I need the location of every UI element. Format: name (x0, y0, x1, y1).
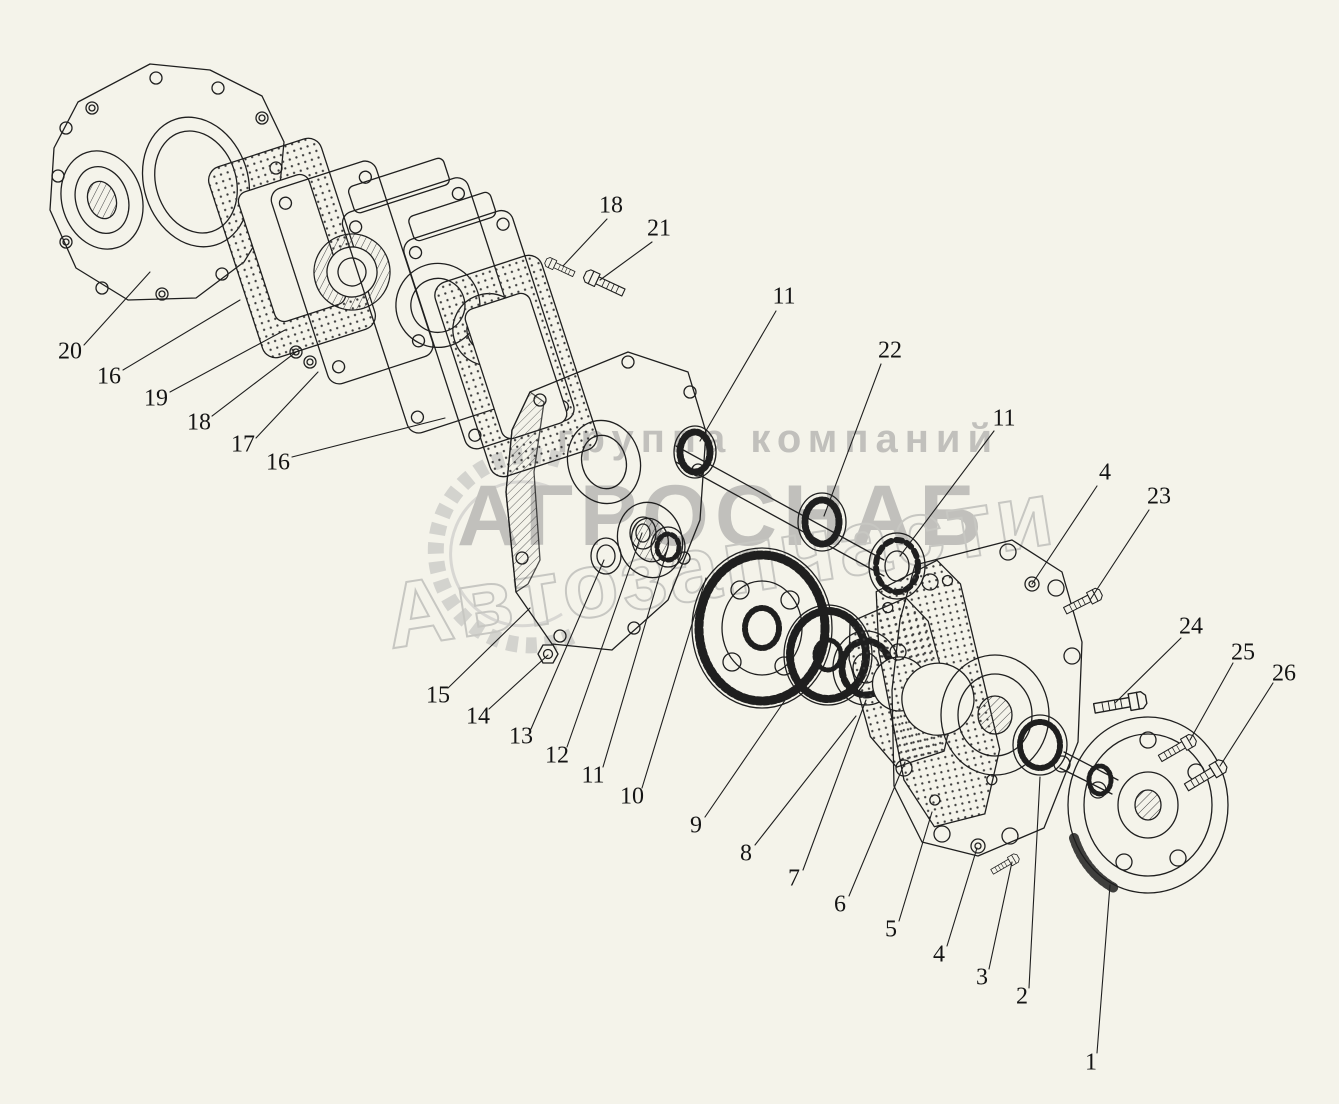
part-coupling (1012, 714, 1119, 797)
part-washer-top (1024, 576, 1040, 592)
callout-label: 20 (58, 338, 82, 365)
part-washer-bottom (970, 838, 986, 854)
callout-label: 15 (426, 682, 450, 709)
part-bearing-races (590, 516, 686, 575)
callout-label: 7 (788, 865, 800, 892)
callout-label: 8 (740, 840, 752, 867)
callout-label: 11 (581, 762, 605, 789)
callout-label: 22 (878, 337, 902, 364)
callout-label: 18 (599, 192, 623, 219)
part-primary-shaft (673, 425, 885, 577)
callout-label: 17 (231, 431, 255, 458)
callout-label: 11 (772, 283, 796, 310)
watermark-line1: группа компаний (557, 417, 999, 461)
callout-label: 23 (1147, 483, 1171, 510)
part-bolt-23 (1061, 586, 1105, 617)
callout-label: 24 (1179, 613, 1203, 640)
callout-label: 4 (1099, 459, 1111, 486)
watermark-line2: АГРОСНАБ (457, 468, 987, 564)
callout-label: 1 (1085, 1049, 1097, 1076)
part-bolt-21 (581, 267, 627, 300)
callout-label: 12 (545, 742, 569, 769)
callout-label: 11 (992, 405, 1016, 432)
callout-label: 25 (1231, 639, 1255, 666)
callout-label: 9 (690, 812, 702, 839)
part-rear-housing (49, 63, 285, 301)
laurel-wreath-icon (427, 447, 576, 654)
part-output-flange (1067, 716, 1229, 894)
callout-label: 10 (620, 783, 644, 810)
callout-label: 18 (187, 409, 211, 436)
callout-label: 5 (885, 916, 897, 943)
callout-label: 2 (1016, 983, 1028, 1010)
part-bolt-18 (543, 256, 577, 279)
callout-label: 4 (933, 941, 945, 968)
callout-label: 16 (97, 363, 121, 390)
callout-label: 26 (1272, 660, 1296, 687)
part-front-housing (889, 539, 1083, 857)
callout-label: 21 (647, 215, 671, 242)
part-bolt-24 (1092, 690, 1149, 718)
callout-label: 14 (466, 703, 490, 730)
callout-label: 3 (976, 964, 988, 991)
callout-label: 13 (509, 723, 533, 750)
callout-label: 6 (834, 891, 846, 918)
leader-lines (83, 218, 1274, 1054)
part-nuts-18 (289, 345, 317, 369)
part-plug-14 (537, 644, 559, 664)
part-bolt-3 (989, 852, 1021, 877)
callout-label: 19 (144, 385, 168, 412)
callout-label: 16 (266, 449, 290, 476)
